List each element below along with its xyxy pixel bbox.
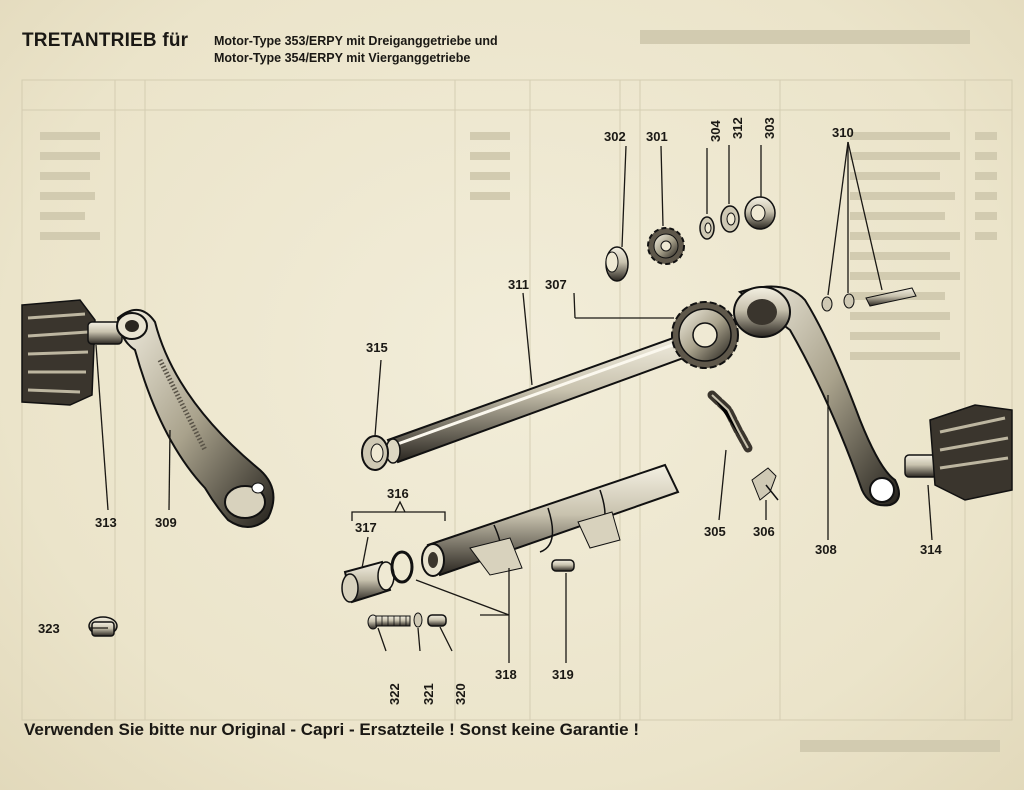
label-319: 319 — [552, 667, 574, 682]
label-318: 318 — [495, 667, 517, 682]
label-317: 317 — [355, 520, 377, 535]
chainwheel-307 — [671, 301, 739, 369]
label-305: 305 — [704, 524, 726, 539]
roller-320 — [427, 614, 447, 627]
label-316: 316 — [387, 486, 409, 501]
right-pedal-314 — [904, 404, 1013, 501]
chain-link-305 — [707, 390, 753, 453]
label-306: 306 — [753, 524, 775, 539]
pin-washers-310 — [821, 287, 917, 312]
motor-type-line-2: Motor-Type 354/ERPY mit Vierganggetriebe — [214, 51, 471, 65]
warranty-notice: Verwenden Sie bitte nur Original - Capri… — [24, 720, 639, 739]
label-312: 312 — [730, 117, 745, 139]
nut-323 — [88, 616, 118, 637]
label-322: 322 — [387, 683, 402, 705]
label-311: 311 — [508, 277, 529, 292]
chain-clip-306 — [751, 467, 779, 501]
left-pedal-313 — [21, 299, 123, 406]
spacer-317 — [341, 560, 395, 604]
motor-type-line-1: Motor-Type 353/ERPY mit Dreiganggetriebe… — [214, 34, 498, 48]
leader-lines — [90, 141, 933, 663]
roller-319 — [551, 559, 575, 572]
label-321: 321 — [421, 683, 436, 705]
pedal-shaft-311 — [385, 330, 702, 464]
label-303: 303 — [762, 117, 777, 139]
washer-312 — [720, 205, 740, 233]
circlip-318 — [390, 550, 414, 584]
washer-315 — [361, 435, 389, 471]
label-304: 304 — [708, 120, 723, 142]
sprocket-301 — [647, 227, 685, 265]
bushing-302 — [605, 246, 629, 282]
part-numbers: 313 309 323 315 311 307 302 301 304 312 … — [38, 117, 942, 705]
label-320: 320 — [453, 683, 468, 705]
nut-303 — [744, 196, 776, 230]
label-307: 307 — [545, 277, 567, 292]
label-323: 323 — [38, 621, 60, 636]
label-308: 308 — [815, 542, 837, 557]
label-302: 302 — [604, 129, 626, 144]
washer-304 — [699, 216, 715, 240]
label-309: 309 — [155, 515, 177, 530]
right-crank-arm-308 — [733, 285, 900, 507]
label-314: 314 — [920, 542, 942, 557]
washer-321 — [413, 612, 423, 628]
gear-sleeve-316 — [421, 463, 680, 577]
bolt-322 — [367, 614, 411, 630]
label-301: 301 — [646, 129, 668, 144]
page-title: TRETANTRIEB für — [22, 30, 189, 51]
label-315: 315 — [366, 340, 388, 355]
label-313: 313 — [95, 515, 117, 530]
label-310: 310 — [832, 125, 854, 140]
left-crank-arm-309 — [116, 309, 275, 528]
